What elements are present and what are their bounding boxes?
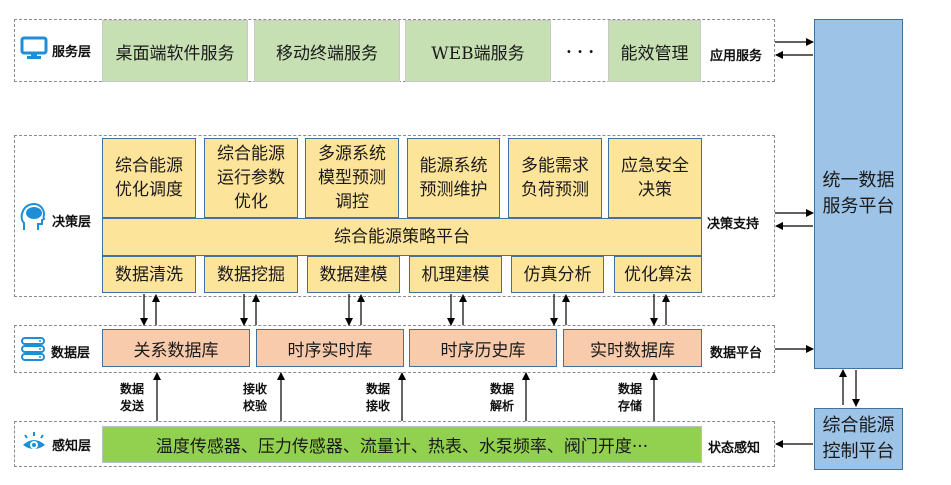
flow-label-verify: 接收 校验 — [243, 382, 268, 413]
decision-param-optimization[interactable]: 综合能源 运行参数 优化 — [204, 138, 298, 218]
sensor-list[interactable]: 温度传感器、压力传感器、流量计、热表、水泵频率、阀门开度··· — [102, 426, 702, 463]
decision-optimal-dispatch[interactable]: 综合能源 优化调度 — [102, 138, 196, 218]
service-mobile[interactable]: 移动终端服务 — [254, 20, 400, 82]
db-relational[interactable]: 关系数据库 — [102, 329, 250, 367]
perception-layer-header: 感知层 — [20, 431, 91, 457]
service-energy-efficiency[interactable]: 能效管理 — [608, 20, 701, 82]
perception-layer-label: 感知层 — [52, 438, 92, 454]
eye-icon — [20, 431, 48, 457]
db-timeseries-realtime[interactable]: 时序实时库 — [256, 329, 404, 367]
perception-side-label: 状态感知 — [708, 441, 761, 456]
data-layer-header: 数据层 — [20, 337, 90, 365]
decision-data-mining[interactable]: 数据挖掘 — [204, 256, 298, 293]
decision-layer-label: 决策层 — [52, 214, 92, 230]
integrated-energy-control-platform[interactable]: 综合能源 控制平台 — [814, 408, 903, 470]
service-ellipsis: · · · — [566, 41, 594, 61]
unified-data-service-platform[interactable]: 统一数据 服务平台 — [814, 19, 903, 369]
service-side-label: 应用服务 — [710, 49, 763, 64]
decision-simulation[interactable]: 仿真分析 — [511, 256, 604, 293]
decision-optimization-algorithm[interactable]: 优化算法 — [614, 256, 702, 293]
service-layer-header: 服务层 — [20, 36, 91, 64]
decision-layer-header: 决策层 — [20, 202, 92, 238]
decision-model-prediction[interactable]: 多源系统 模型预测 调控 — [305, 138, 399, 218]
service-web[interactable]: WEB端服务 — [405, 20, 551, 82]
flow-label-send: 数据 发送 — [120, 382, 145, 413]
monitor-icon — [20, 36, 48, 64]
db-timeseries-history[interactable]: 时序历史库 — [409, 329, 557, 367]
database-server-icon — [20, 336, 46, 366]
service-desktop[interactable]: 桌面端软件服务 — [102, 20, 248, 82]
flow-label-store: 数据 存储 — [618, 382, 643, 413]
decision-emergency[interactable]: 应急安全 决策 — [608, 138, 702, 218]
db-realtime[interactable]: 实时数据库 — [563, 329, 702, 367]
decision-data-cleaning[interactable]: 数据清洗 — [102, 256, 196, 293]
flow-label-receive: 数据 接收 — [366, 382, 391, 413]
decision-mechanism-modeling[interactable]: 机理建模 — [409, 256, 502, 293]
data-layer-label: 数据层 — [51, 345, 91, 361]
decision-side-label: 决策支持 — [707, 217, 760, 232]
decision-predictive-maintenance[interactable]: 能源系统 预测维护 — [407, 138, 500, 218]
data-side-label: 数据平台 — [710, 346, 763, 361]
decision-data-modeling[interactable]: 数据建模 — [307, 256, 400, 293]
flow-label-parse: 数据 解析 — [490, 382, 515, 413]
decision-load-forecast[interactable]: 多能需求 负荷预测 — [508, 138, 602, 218]
brain-head-icon — [20, 202, 46, 238]
service-layer-label: 服务层 — [52, 44, 92, 60]
strategy-platform[interactable]: 综合能源策略平台 — [102, 218, 702, 256]
